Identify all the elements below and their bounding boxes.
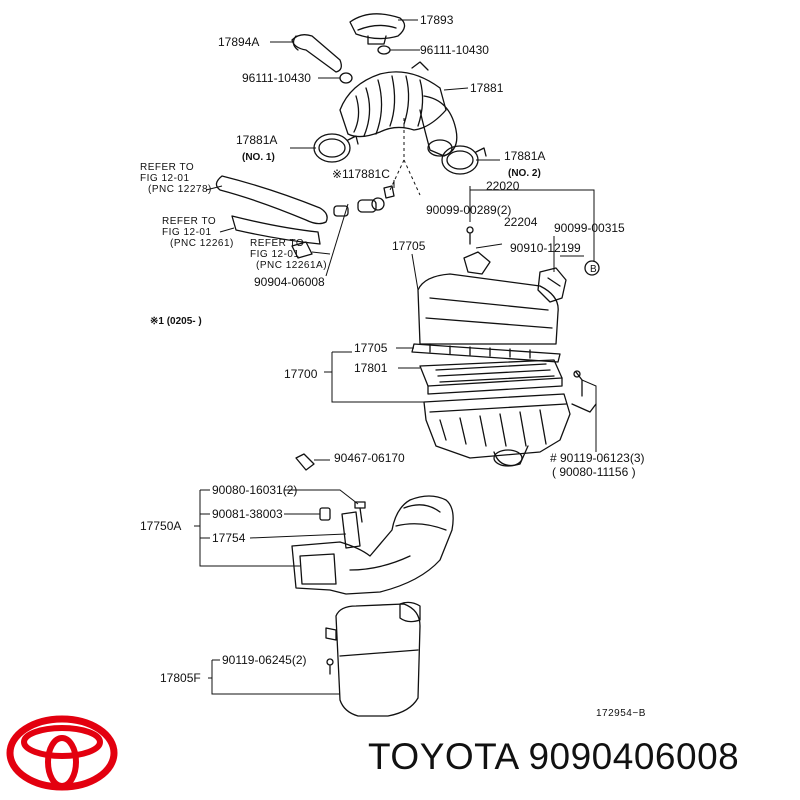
callout-90904-06008: 90904-06008 [254, 275, 325, 289]
callout-90081-38003: 90081-38003 [212, 507, 283, 521]
callout-90119-06245: 90119-06245(2) [222, 653, 307, 667]
callout-17805F: 17805F [160, 671, 201, 685]
part-17881C-fitting [383, 185, 395, 199]
dashed-guide-hose [389, 118, 405, 191]
callout-90099-00315: 90099-00315 [554, 221, 625, 235]
callout-22204: 22204 [504, 215, 538, 229]
refer-hose-12261 [231, 215, 321, 245]
callout-17801: 17801 [354, 361, 388, 375]
part-17894A-hose [291, 34, 342, 73]
part-17805F-resonator [325, 601, 421, 717]
part-17801-filter-element [419, 359, 563, 395]
refer-12278-line1: REFER TO [140, 162, 194, 173]
refer-12278-line3: (PNC 12278) [148, 184, 212, 195]
part-hose-fittings [333, 197, 385, 217]
callout-17881C: ※117881C [332, 167, 390, 181]
callout-17705: 17705 [354, 341, 388, 355]
callout-96111-left: 96111-10430 [242, 71, 311, 85]
callout-no1: (NO. 1) [242, 152, 275, 163]
callout-17700: 17700 [284, 367, 318, 381]
refer-12261A-line1: REFER TO [250, 238, 304, 249]
part-90081-collar [319, 507, 331, 521]
part-90467-clip [295, 453, 315, 471]
callout-90080-11156: ( 90080-11156 ) [552, 465, 636, 479]
part-17705-air-cleaner-cap [411, 273, 561, 363]
part-17881-intake-hose [339, 61, 458, 157]
part-air-cleaner-case-lower [423, 370, 597, 467]
refer-12261A-line3: (PNC 12261A) [256, 260, 327, 271]
callout-96111-top: 96111-10430 [420, 43, 489, 57]
refer-12261-line1: REFER TO [162, 216, 216, 227]
toyota-logo-icon [6, 715, 118, 791]
part-96111-clamp-top [377, 45, 391, 55]
callout-b-mark: B [590, 264, 597, 275]
note-1: ※1 (0205- ) [150, 316, 202, 327]
callout-17754: 17754 [212, 531, 246, 545]
part-17754-bracket [341, 511, 361, 549]
callout-22020: 22020 [486, 179, 520, 193]
refer-12261-line2: FIG 12-01 [162, 227, 212, 238]
callout-90119-06123: # 90119-06123(3) [550, 451, 645, 465]
refer-12261A-line2: FIG 12-01 [250, 249, 300, 260]
callout-17894A: 17894A [218, 35, 259, 49]
callout-17881A-no1: 17881A [236, 133, 277, 147]
dashed-guide-box [403, 159, 421, 196]
callout-17881A-no2: 17881A [504, 149, 545, 163]
part-90080-bolt [354, 501, 366, 523]
diagram-code: 172954−B [596, 708, 646, 719]
refer-12278-line2: FIG 12-01 [140, 173, 190, 184]
callout-90080-16031: 90080-16031(2) [212, 483, 297, 497]
callout-17750A: 17750A [140, 519, 181, 533]
part-22204-sensor [463, 226, 491, 275]
part-17881A-clamp-no1 [313, 133, 359, 163]
part-90904-sensor [291, 241, 313, 259]
callout-labels: 17893 17894A 96111-10430 96111-10430 178… [140, 13, 646, 719]
part-17893-cap [349, 13, 406, 45]
callout-17881: 17881 [470, 81, 504, 95]
callout-17705-top: 17705 [392, 239, 426, 253]
refer-12261-line3: (PNC 12261) [170, 238, 234, 249]
callout-90910-12199: 90910-12199 [510, 241, 581, 255]
callout-90467-06170: 90467-06170 [334, 451, 405, 465]
callout-17893: 17893 [420, 13, 454, 27]
refer-hose-12278 [215, 175, 328, 225]
brand-caption: TOYOTA 9090406008 [368, 736, 740, 777]
part-96111-clamp-left [339, 72, 353, 84]
part-90099-bolt [326, 658, 334, 675]
part-90910-sensor [537, 267, 567, 303]
callout-no2: (NO. 2) [508, 168, 541, 179]
part-90119-bolt-case [584, 260, 600, 276]
part-17750A-inlet-duct [291, 495, 454, 595]
callout-90099-00289: 90099-00289(2) [426, 203, 511, 217]
leader-lines [194, 19, 597, 695]
